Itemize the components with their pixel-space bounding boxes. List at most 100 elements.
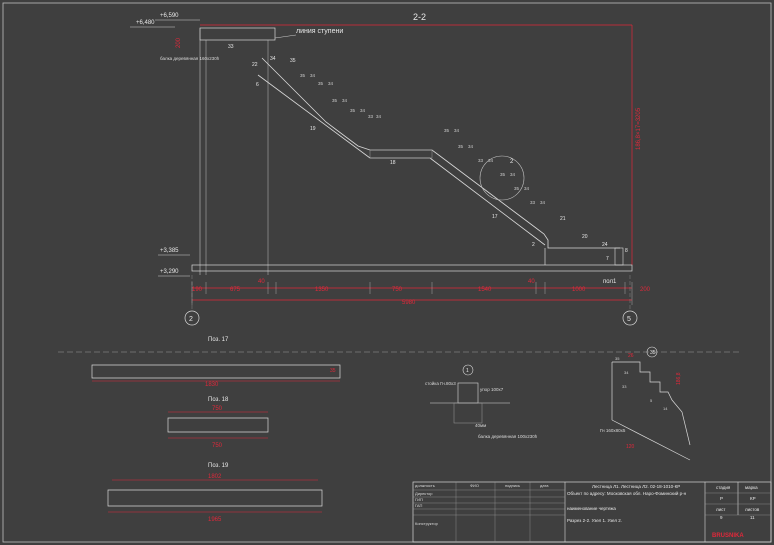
section-title: 2-2 bbox=[413, 12, 426, 22]
pos18-title: Поз. 18 bbox=[208, 397, 229, 403]
svg-text:40мм: 40мм bbox=[475, 423, 486, 428]
pos19-dim-bottom: 1965 bbox=[208, 517, 222, 523]
svg-text:26: 26 bbox=[628, 353, 634, 359]
tb-head-date: дата bbox=[540, 483, 549, 488]
elevation-6590: +6,590 bbox=[160, 13, 179, 19]
svg-text:22: 22 bbox=[252, 62, 258, 68]
svg-text:1000: 1000 bbox=[572, 287, 586, 293]
svg-text:1350: 1350 bbox=[315, 287, 329, 293]
floor-slab bbox=[191, 264, 633, 272]
position-numbers: 33 34 35 22 6 19 18 17 21 20 24 7 8 2 bbox=[228, 44, 628, 262]
tb-sheets: 11 bbox=[750, 515, 755, 520]
svg-text:20: 20 bbox=[582, 234, 588, 240]
top-beam bbox=[199, 27, 276, 41]
node-1: 1 стойка Гн.80х3 упор 100х7 балка деревя… bbox=[425, 364, 538, 439]
tb-stage: Р bbox=[720, 496, 723, 501]
svg-text:33: 33 bbox=[228, 44, 234, 50]
title-block: должность ФИО подпись дата Директор ГИП … bbox=[412, 481, 772, 543]
tb-head-signature: подпись bbox=[505, 483, 520, 488]
svg-text:35: 35 bbox=[332, 98, 338, 103]
node-2: 35 26 186,8 Гн 160х80х5 120 35 34 33 5 1… bbox=[600, 346, 691, 461]
pos19-dim-top: 1802 bbox=[208, 474, 222, 480]
svg-text:750: 750 bbox=[392, 287, 403, 293]
company-logo: BRUSNIKA bbox=[712, 533, 744, 539]
svg-text:33: 33 bbox=[530, 200, 536, 205]
pos17-dim: 1830 bbox=[205, 382, 219, 388]
tb-mark-head: марка bbox=[745, 485, 758, 490]
stair-treads bbox=[261, 57, 620, 249]
svg-text:7: 7 bbox=[606, 256, 609, 262]
svg-text:34: 34 bbox=[540, 200, 546, 205]
mid-landing bbox=[369, 149, 433, 159]
svg-text:2: 2 bbox=[510, 159, 514, 165]
elevation-6480: +6,480 bbox=[136, 20, 155, 26]
tb-stage-head: стадия bbox=[716, 485, 731, 490]
node2-beam-label: Гн 160х80х5 bbox=[600, 428, 626, 433]
svg-text:35: 35 bbox=[500, 172, 506, 177]
tb-head-name: ФИО bbox=[470, 483, 479, 488]
svg-text:35: 35 bbox=[318, 81, 324, 86]
position-19: Поз. 19 1802 1965 bbox=[107, 463, 323, 523]
axis-2-bubble bbox=[184, 310, 200, 326]
svg-text:34: 34 bbox=[342, 98, 348, 103]
svg-text:675: 675 bbox=[230, 287, 241, 293]
svg-text:34: 34 bbox=[524, 186, 530, 191]
elevation-marks: +6,590 +6,480 +3,385 +3,290 bbox=[130, 13, 200, 277]
tb-sheet-content: Разрез 2-2. Узел 1. Узел 2. bbox=[567, 518, 622, 523]
svg-text:35: 35 bbox=[514, 186, 520, 191]
svg-text:35: 35 bbox=[444, 128, 450, 133]
svg-text:120: 120 bbox=[626, 444, 635, 450]
tb-address: Объект по адресу: Московская обл. Наро-Ф… bbox=[567, 490, 687, 496]
svg-text:6: 6 bbox=[256, 82, 259, 88]
pos18-dim-bottom: 750 bbox=[212, 443, 223, 449]
dims-bottom: 190 675 40 1350 750 1540 40 1000 200 598… bbox=[192, 279, 651, 306]
svg-text:34: 34 bbox=[488, 158, 494, 163]
section-2-2: 2-2 186,8×17=3205 +6,590 +6,480 +3,385 +… bbox=[130, 12, 651, 326]
svg-text:34: 34 bbox=[360, 108, 366, 113]
svg-text:33: 33 bbox=[622, 384, 627, 389]
svg-text:34: 34 bbox=[468, 144, 474, 149]
elevation-3290: +3,290 bbox=[160, 269, 179, 275]
svg-text:18: 18 bbox=[390, 160, 396, 166]
svg-text:35: 35 bbox=[458, 144, 464, 149]
svg-text:24: 24 bbox=[602, 242, 608, 248]
svg-text:35: 35 bbox=[350, 108, 356, 113]
tb-role-gip: ГИП bbox=[415, 497, 423, 502]
tb-head-position: должность bbox=[415, 483, 435, 488]
axis-5-label: 5 bbox=[627, 316, 631, 323]
svg-text:17: 17 bbox=[492, 214, 498, 220]
tb-sheets-head: листов bbox=[745, 507, 760, 512]
stair-height-dim: 186,8×17=3205 bbox=[636, 107, 642, 150]
svg-text:34: 34 bbox=[454, 128, 460, 133]
svg-text:35: 35 bbox=[330, 368, 336, 374]
pos17-title: Поз. 17 bbox=[208, 337, 229, 343]
svg-text:8: 8 bbox=[625, 248, 628, 254]
tb-role-gap: ГАП bbox=[415, 503, 423, 508]
svg-text:5: 5 bbox=[650, 398, 653, 403]
svg-text:34: 34 bbox=[510, 172, 516, 177]
svg-text:34: 34 bbox=[328, 81, 334, 86]
position-17: Поз. 17 1830 35 bbox=[91, 337, 341, 388]
svg-text:35: 35 bbox=[650, 350, 656, 356]
svg-text:40: 40 bbox=[258, 279, 265, 285]
tb-sheet: 9 bbox=[720, 515, 723, 520]
svg-text:35: 35 bbox=[300, 73, 306, 78]
position-18: Поз. 18 750 750 bbox=[167, 397, 269, 449]
height-200-dim: 200 bbox=[176, 37, 182, 48]
elevation-3385: +3,385 bbox=[160, 248, 179, 254]
svg-text:21: 21 bbox=[560, 216, 566, 222]
svg-text:34: 34 bbox=[376, 114, 382, 119]
node1-post-label: стойка Гн.80х3 bbox=[425, 380, 456, 386]
floor-label: пол1 bbox=[603, 279, 617, 285]
svg-text:33: 33 bbox=[478, 158, 484, 163]
svg-text:35: 35 bbox=[615, 356, 620, 361]
tb-sheet-head: лист bbox=[716, 507, 725, 512]
axis-5-bubble bbox=[622, 310, 638, 326]
pos18-dim-top: 750 bbox=[212, 406, 223, 412]
tb-role-designer: Конструктор bbox=[415, 521, 439, 526]
svg-text:186,8: 186,8 bbox=[676, 372, 682, 385]
svg-text:33: 33 bbox=[368, 114, 374, 119]
axis-2-label: 2 bbox=[189, 316, 193, 323]
